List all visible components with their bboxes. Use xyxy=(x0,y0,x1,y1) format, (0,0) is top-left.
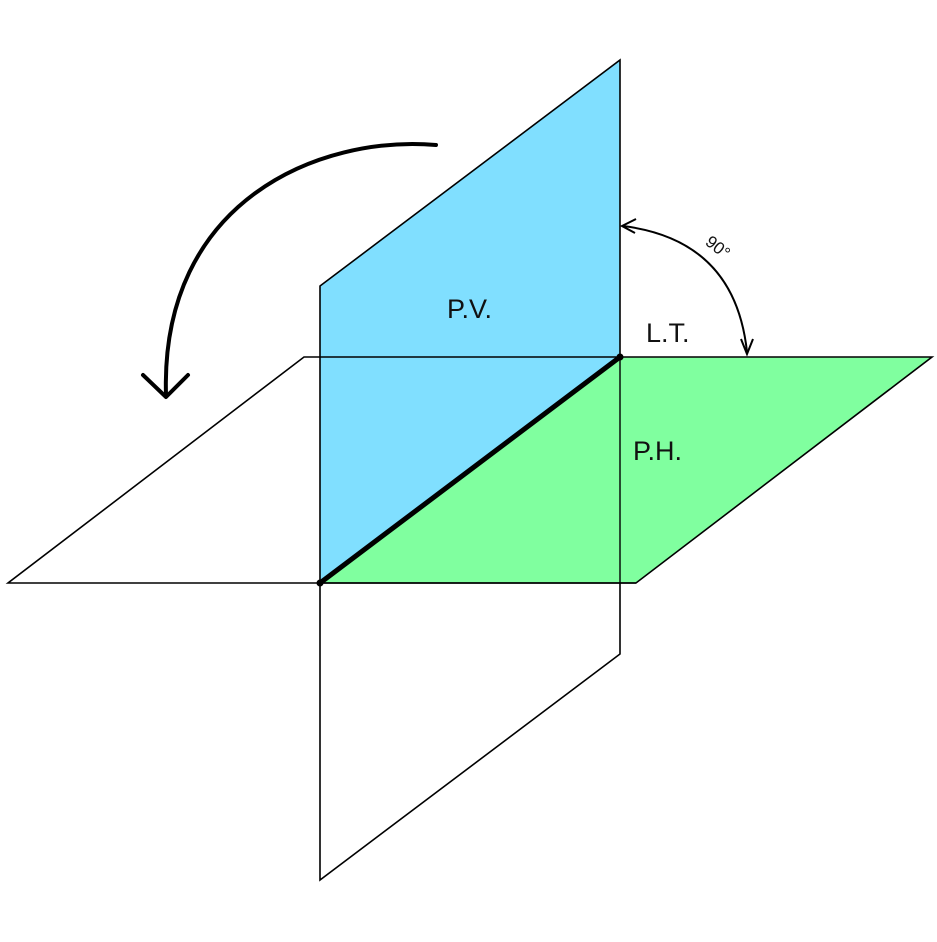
ground-line xyxy=(317,354,623,586)
ground-line-endpoint-front xyxy=(316,579,324,587)
vertical-plane-label: P.V. xyxy=(447,294,492,324)
horizontal-plane-label: P.H. xyxy=(633,436,682,466)
right-angle-arrowhead-bottom xyxy=(740,338,754,357)
angle-label: 90° xyxy=(702,232,734,263)
rotation-arrowhead xyxy=(141,373,190,399)
ground-line-endpoint-rear xyxy=(616,353,624,361)
right-angle-arrowhead-top xyxy=(619,218,637,234)
right-angle-arc xyxy=(622,225,748,353)
ground-line-label: L.T. xyxy=(646,318,690,348)
rotation-arrow xyxy=(163,142,438,397)
